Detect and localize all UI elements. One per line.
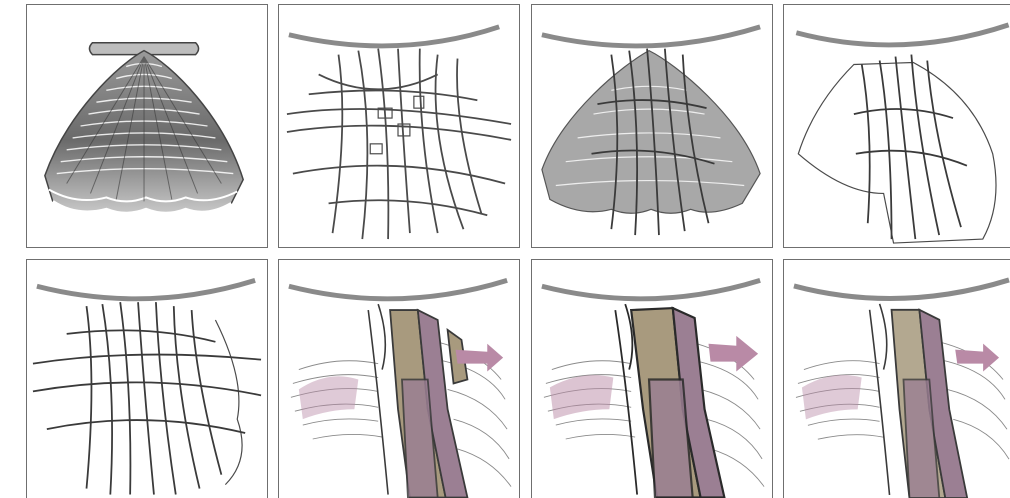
panel-district-outline bbox=[783, 4, 1010, 248]
top-arc bbox=[289, 27, 499, 46]
dense-outline bbox=[215, 320, 242, 485]
panel-scallop-shell bbox=[26, 4, 268, 248]
district-outline bbox=[798, 63, 996, 244]
panel-terraced-blocks-2 bbox=[531, 259, 773, 498]
v3-arrow bbox=[955, 344, 999, 372]
terraced-blocks-1-drawing bbox=[279, 260, 519, 498]
v2-top-arc bbox=[542, 280, 760, 298]
v2-blocks bbox=[631, 308, 724, 497]
v3-streets bbox=[870, 304, 890, 495]
outline-streets bbox=[854, 55, 967, 239]
v1-streets bbox=[368, 304, 388, 494]
v3-top-arc bbox=[794, 280, 1009, 299]
panel-shell-overlay bbox=[531, 4, 773, 248]
panel-street-network-dense bbox=[26, 259, 268, 498]
district-outline-drawing bbox=[784, 5, 1010, 247]
panel-street-network bbox=[278, 4, 520, 248]
shell-overlay-drawing bbox=[532, 5, 772, 247]
terraced-blocks-3-drawing bbox=[784, 260, 1010, 498]
scallop-shell-drawing bbox=[27, 5, 267, 247]
v3-pink-zone bbox=[802, 375, 862, 419]
street-network-drawing bbox=[279, 5, 519, 247]
v1-top-arc bbox=[289, 280, 507, 298]
v2-pink-zone bbox=[550, 375, 613, 419]
panel-terraced-blocks-1 bbox=[278, 259, 520, 498]
overlay-shell-body bbox=[542, 51, 760, 214]
dense-top-arc bbox=[37, 280, 255, 298]
panel-terraced-blocks-3 bbox=[783, 259, 1010, 498]
v1-pink-zone bbox=[299, 376, 359, 419]
outline-top-arc bbox=[796, 25, 1008, 45]
dense-network-drawing bbox=[27, 260, 267, 498]
v3-blocks bbox=[892, 310, 968, 498]
terraced-blocks-2-drawing bbox=[532, 260, 772, 498]
overlay-top-arc bbox=[542, 27, 760, 46]
v1-blocks bbox=[390, 310, 467, 497]
streets bbox=[287, 49, 511, 239]
dense-streets bbox=[33, 302, 261, 494]
v2-arrow bbox=[709, 336, 759, 372]
